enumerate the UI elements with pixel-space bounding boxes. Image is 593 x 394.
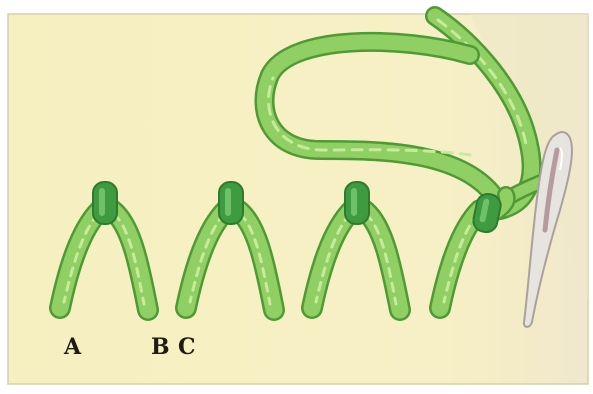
label-b: B bbox=[151, 336, 170, 358]
label-c: C bbox=[178, 336, 196, 358]
label-a: A bbox=[64, 336, 81, 358]
